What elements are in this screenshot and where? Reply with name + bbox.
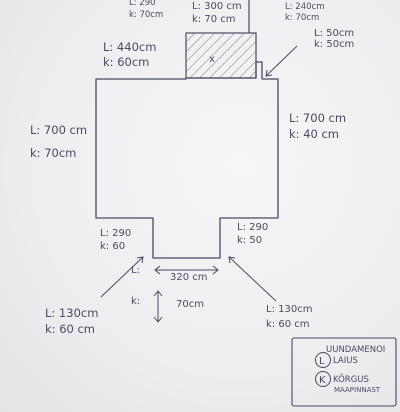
top-mid-height: k: 70 cm: [192, 14, 235, 25]
arrow-upper-right-head: [265, 69, 273, 77]
top-left-a-width: L: 290: [129, 0, 156, 8]
upper-left-width: L: 440cm: [103, 40, 156, 54]
height-arrow-top: [153, 290, 163, 297]
bottom-left-width: L: 130cm: [45, 306, 98, 320]
lower-left-width: L: 290: [100, 228, 131, 239]
legend-width-label: LAIUS: [333, 356, 358, 366]
extension-cross-mark: x: [209, 54, 215, 65]
height-prefix: k:: [131, 296, 140, 307]
upper-right-width: L: 50cm: [314, 28, 354, 39]
legend-frame: [291, 337, 397, 407]
lower-left-height: k: 60: [100, 241, 125, 252]
upper-left-height: k: 60cm: [103, 55, 149, 69]
left-height: k: 70cm: [30, 146, 76, 160]
legend-height-circle: [315, 371, 331, 387]
bottom-right-height: k: 60 cm: [266, 319, 309, 330]
upper-right-height: k: 50cm: [314, 39, 354, 50]
legend-width-circle: [315, 352, 331, 368]
bottom-width-prefix: L:: [131, 265, 140, 276]
bottom-left-height: k: 60 cm: [45, 322, 95, 336]
legend: UUNDAMENOI L LAIUS K KÕRGUS MAAPINNAST: [291, 337, 397, 407]
arrow-lower-left: [100, 256, 144, 298]
legend-height-label: KÕRGUS: [333, 373, 369, 385]
top-left-a-height: k: 70cm: [129, 10, 163, 20]
height-value: 70cm: [176, 299, 204, 310]
hatched-extension: [185, 32, 257, 79]
legend-width-symbol: L: [319, 356, 325, 367]
arrow-lower-right: [228, 256, 277, 302]
width-arrow-left: [154, 265, 161, 275]
arrow-lower-right-head: [228, 256, 236, 264]
width-arrow-right: [212, 265, 219, 275]
right-height: k: 40 cm: [289, 127, 339, 141]
arrow-lower-left-head: [136, 256, 144, 264]
legend-title: UUNDAMENOI: [326, 345, 385, 355]
legend-height-symbol: K: [319, 375, 326, 386]
building-outline: [95, 61, 279, 259]
top-right-a-height: k: 70cm: [285, 13, 319, 23]
bottom-right-width: L: 130cm: [266, 304, 312, 315]
bottom-width-value: 320 cm: [170, 272, 208, 283]
lower-right-height: k: 50: [237, 235, 262, 246]
left-width: L: 700 cm: [30, 123, 87, 137]
arrow-upper-right: [265, 45, 298, 77]
top-mid-width: L: 300 cm: [192, 1, 242, 12]
lower-right-width: L: 290: [237, 222, 268, 233]
top-right-a-width: L: 240cm: [285, 2, 324, 12]
height-arrow-bottom: [153, 316, 163, 323]
legend-height-sub: MAAPINNAST: [334, 386, 381, 394]
right-width: L: 700 cm: [289, 111, 346, 125]
